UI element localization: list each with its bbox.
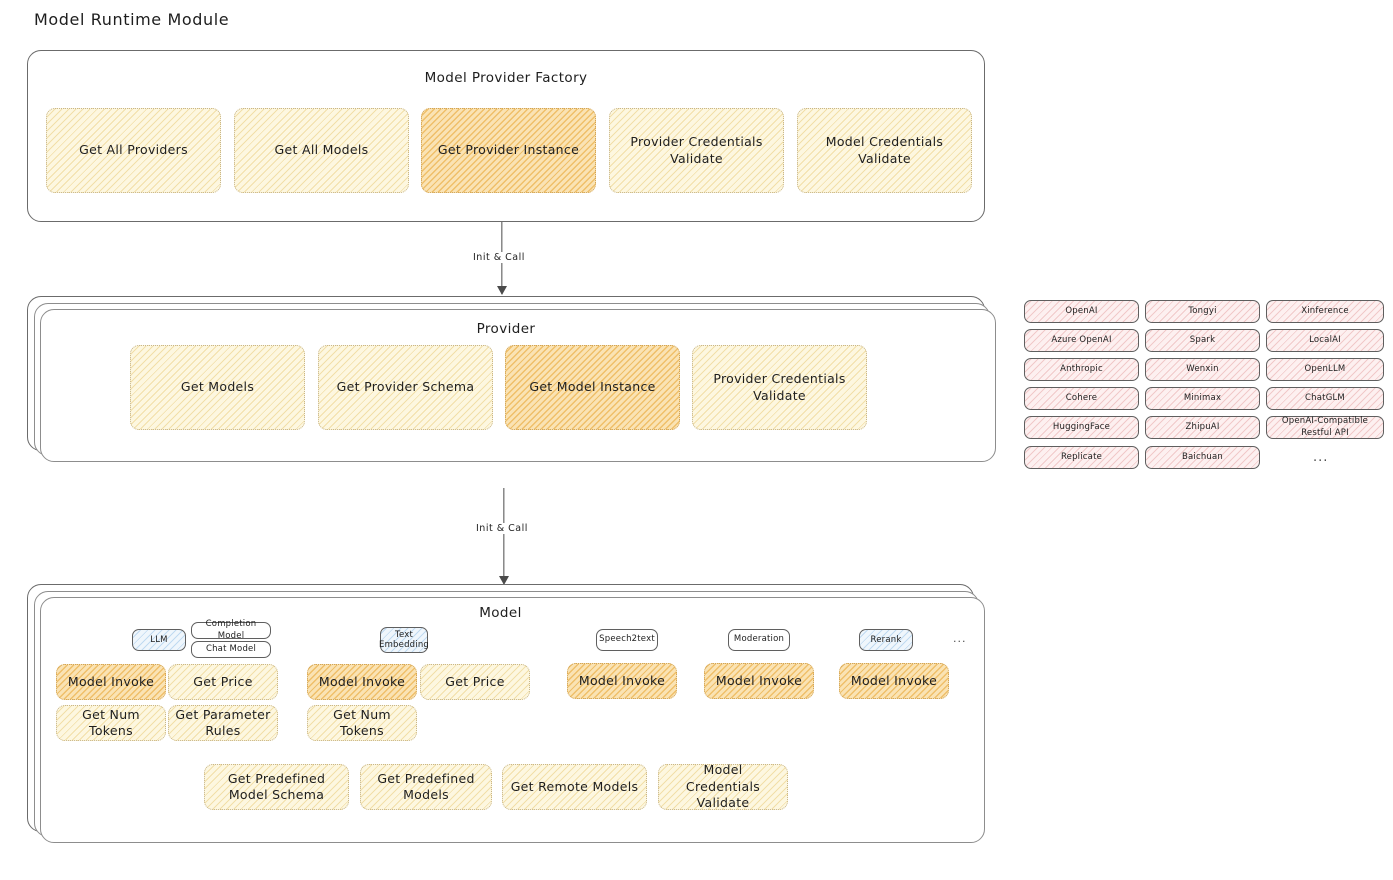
factory-node-get-all-models[interactable]: Get All Models <box>234 108 409 193</box>
model-container: Model LLM Completion Model Chat Model Mo… <box>27 584 985 843</box>
model-type-badge-text-embedding[interactable]: Text Embedding <box>379 627 429 653</box>
provider-chip-openai[interactable]: OpenAI <box>1024 300 1139 323</box>
model-type-badge-moderation[interactable]: Moderation <box>728 629 790 651</box>
model-method-llm-model-invoke[interactable]: Model Invoke <box>56 664 166 700</box>
arrow-head <box>497 286 507 295</box>
provider-chip-zhipuai[interactable]: ZhipuAI <box>1145 416 1260 439</box>
provider-chip-huggingface[interactable]: HuggingFace <box>1024 416 1139 439</box>
arrow-label-init-and-call-2: Init & Call <box>473 523 531 534</box>
provider-list: OpenAI Azure OpenAI Anthropic Cohere Hug… <box>1024 300 1384 475</box>
provider-node-provider-credentials-validate[interactable]: Provider Credentials Validate <box>692 345 867 430</box>
model-method-llm-get-parameter-rules[interactable]: Get Parameter Rules <box>168 705 278 741</box>
provider-container: Provider Get Models Get Provider Schema … <box>27 296 996 462</box>
model-sub-badge-completion-model[interactable]: Completion Model <box>191 619 271 641</box>
model-types-more-ellipsis: ... <box>953 632 967 645</box>
provider-node-get-provider-schema[interactable]: Get Provider Schema <box>318 345 493 430</box>
model-provider-factory-container: Model Provider Factory Get All Providers… <box>27 50 985 222</box>
page-title: Model Runtime Module <box>34 10 230 29</box>
model-method-rerank-model-invoke[interactable]: Model Invoke <box>839 663 949 699</box>
model-title: Model <box>479 605 522 621</box>
model-sub-badge-chat-model[interactable]: Chat Model <box>191 641 271 658</box>
model-common-method-get-predefined-model-schema[interactable]: Get Predefined Model Schema <box>204 764 349 810</box>
model-method-llm-get-price[interactable]: Get Price <box>168 664 278 700</box>
model-type-badge-llm[interactable]: LLM <box>132 629 186 651</box>
model-common-method-get-remote-models[interactable]: Get Remote Models <box>502 764 647 810</box>
model-method-speech2text-model-invoke[interactable]: Model Invoke <box>567 663 677 699</box>
provider-chip-openllm[interactable]: OpenLLM <box>1266 358 1384 381</box>
model-provider-factory-title: Model Provider Factory <box>424 70 588 86</box>
provider-chip-baichuan[interactable]: Baichuan <box>1145 446 1260 469</box>
provider-chip-tongyi[interactable]: Tongyi <box>1145 300 1260 323</box>
arrow-label-init-and-call-1: Init & Call <box>470 252 528 263</box>
provider-list-more-ellipsis: ... <box>1313 450 1329 465</box>
provider-chip-replicate[interactable]: Replicate <box>1024 446 1139 469</box>
arrow-provider-to-model <box>486 488 522 585</box>
model-common-method-get-predefined-models[interactable]: Get Predefined Models <box>360 764 492 810</box>
provider-chip-wenxin[interactable]: Wenxin <box>1145 358 1260 381</box>
provider-node-get-models[interactable]: Get Models <box>130 345 305 430</box>
model-method-text-embedding-model-invoke[interactable]: Model Invoke <box>307 664 417 700</box>
factory-node-get-provider-instance[interactable]: Get Provider Instance <box>421 108 596 193</box>
provider-chip-localai[interactable]: LocalAI <box>1266 329 1384 352</box>
arrow-head <box>499 576 509 585</box>
provider-chip-minimax[interactable]: Minimax <box>1145 387 1260 410</box>
provider-node-get-model-instance[interactable]: Get Model Instance <box>505 345 680 430</box>
factory-node-provider-credentials-validate[interactable]: Provider Credentials Validate <box>609 108 784 193</box>
model-type-badge-speech2text[interactable]: Speech2text <box>596 629 658 651</box>
provider-chip-cohere[interactable]: Cohere <box>1024 387 1139 410</box>
provider-chip-azure-openai[interactable]: Azure OpenAI <box>1024 329 1139 352</box>
model-common-method-model-credentials-validate[interactable]: Model Credentials Validate <box>658 762 788 810</box>
factory-node-get-all-providers[interactable]: Get All Providers <box>46 108 221 193</box>
model-method-text-embedding-get-num-tokens[interactable]: Get Num Tokens <box>307 705 417 741</box>
provider-chip-openai-compatible-restful-api[interactable]: OpenAI-Compatible Restful API <box>1266 416 1384 439</box>
provider-chip-chatglm[interactable]: ChatGLM <box>1266 387 1384 410</box>
provider-chip-spark[interactable]: Spark <box>1145 329 1260 352</box>
model-method-moderation-model-invoke[interactable]: Model Invoke <box>704 663 814 699</box>
model-type-badge-rerank[interactable]: Rerank <box>859 629 913 651</box>
arrow-shaft <box>503 488 505 584</box>
provider-title: Provider <box>476 321 536 337</box>
model-method-llm-get-num-tokens[interactable]: Get Num Tokens <box>56 705 166 741</box>
factory-node-model-credentials-validate[interactable]: Model Credentials Validate <box>797 108 972 193</box>
model-method-text-embedding-get-price[interactable]: Get Price <box>420 664 530 700</box>
provider-chip-anthropic[interactable]: Anthropic <box>1024 358 1139 381</box>
provider-chip-xinference[interactable]: Xinference <box>1266 300 1384 323</box>
